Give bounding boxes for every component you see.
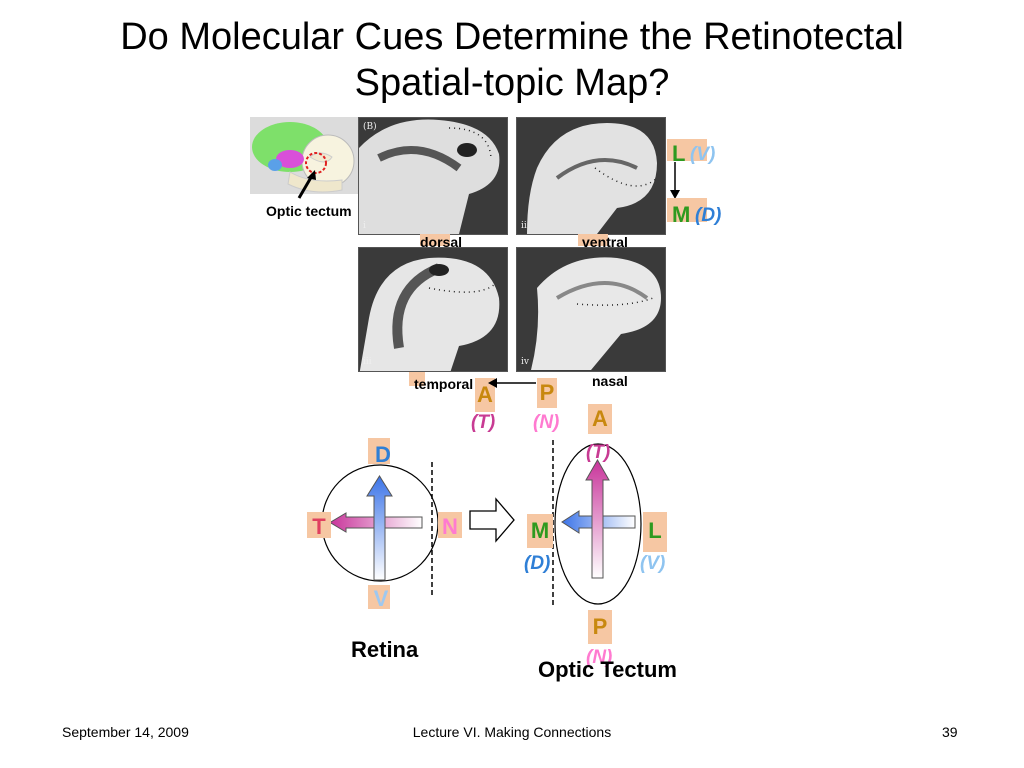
- left-arrow-icon: [488, 378, 536, 388]
- label-box: [420, 234, 450, 246]
- title-line-2: Spatial-topic Map?: [354, 62, 670, 104]
- anterior-label: A: [477, 382, 493, 407]
- label-box: [537, 378, 557, 408]
- panel-label-b: (B): [363, 122, 377, 132]
- label-box: [643, 512, 667, 552]
- tectum-nasal-paren: (N): [586, 647, 613, 668]
- tectum-diagram: [552, 440, 642, 606]
- slide-title: Do Molecular Cues Determine the Retinote…: [0, 14, 1024, 106]
- title-line-1: Do Molecular Cues Determine the Retinote…: [120, 16, 904, 58]
- tectum-anterior-label: A: [592, 406, 608, 431]
- label-box: [368, 438, 390, 464]
- posterior-label: P: [539, 380, 555, 405]
- footer-page-number: 39: [942, 724, 958, 740]
- tectum-photo-temporal: iii: [358, 247, 508, 372]
- down-arrow-icon: [670, 162, 680, 199]
- tectum-dorsal-paren: (D): [524, 553, 551, 574]
- retina-temporal-label: T: [312, 514, 326, 539]
- tectum-ventral-paren: (V): [640, 553, 666, 574]
- tectum-lateral-label: L: [648, 518, 662, 543]
- panel-label-ii: ii: [521, 221, 527, 231]
- label-box: [667, 198, 707, 222]
- temporal-label: temporal: [414, 376, 474, 392]
- label-box: [409, 372, 425, 386]
- lateral-label: L: [672, 141, 686, 166]
- brain-inset-image: [250, 117, 358, 194]
- label-box: [588, 610, 612, 644]
- footer-lecture-title: Lecture VI. Making Connections: [412, 724, 612, 740]
- label-box: [368, 585, 390, 609]
- panel-label-i: i: [363, 221, 366, 231]
- tectum-caption: Optic Tectum: [538, 657, 677, 682]
- retina-ventral-label: V: [373, 586, 389, 611]
- panel-label-iv: iv: [521, 357, 529, 367]
- retina-diagram: [321, 462, 439, 596]
- retina-caption: Retina: [351, 637, 419, 662]
- tectum-posterior-label: P: [592, 614, 608, 639]
- pointer-arrow-icon: [297, 170, 316, 199]
- label-box: [578, 234, 608, 246]
- nasal-label: nasal: [592, 373, 628, 389]
- dorsal-paren-label: (D): [695, 205, 722, 226]
- label-box: [588, 404, 612, 434]
- ventral-paren-label: (V): [690, 144, 716, 165]
- panel-label-iii: iii: [363, 357, 372, 367]
- label-box: [307, 512, 331, 538]
- label-box: [438, 512, 462, 538]
- ventral-label: ventral: [582, 234, 628, 247]
- dorsal-label: dorsal: [420, 234, 463, 247]
- label-box: [527, 514, 553, 548]
- tectum-photo-dorsal: (B) i: [358, 117, 508, 235]
- tectum-photo-ventral: ii: [516, 117, 666, 235]
- tectum-medial-label: M: [530, 518, 550, 543]
- nasal-paren-label: (N): [533, 412, 560, 433]
- label-box: [667, 139, 707, 161]
- tectum-photo-nasal: iv: [516, 247, 666, 372]
- medial-label: M: [672, 202, 691, 227]
- label-box: [475, 378, 495, 412]
- retina-nasal-label: N: [442, 514, 458, 539]
- tectum-temporal-paren: (T): [586, 442, 611, 463]
- optic-tectum-label: Optic tectum: [266, 203, 352, 219]
- temporal-paren-label: (T): [471, 412, 496, 433]
- hollow-right-arrow-icon: [469, 497, 515, 543]
- footer-date: September 14, 2009: [62, 724, 189, 740]
- retina-dorsal-label: D: [375, 442, 391, 467]
